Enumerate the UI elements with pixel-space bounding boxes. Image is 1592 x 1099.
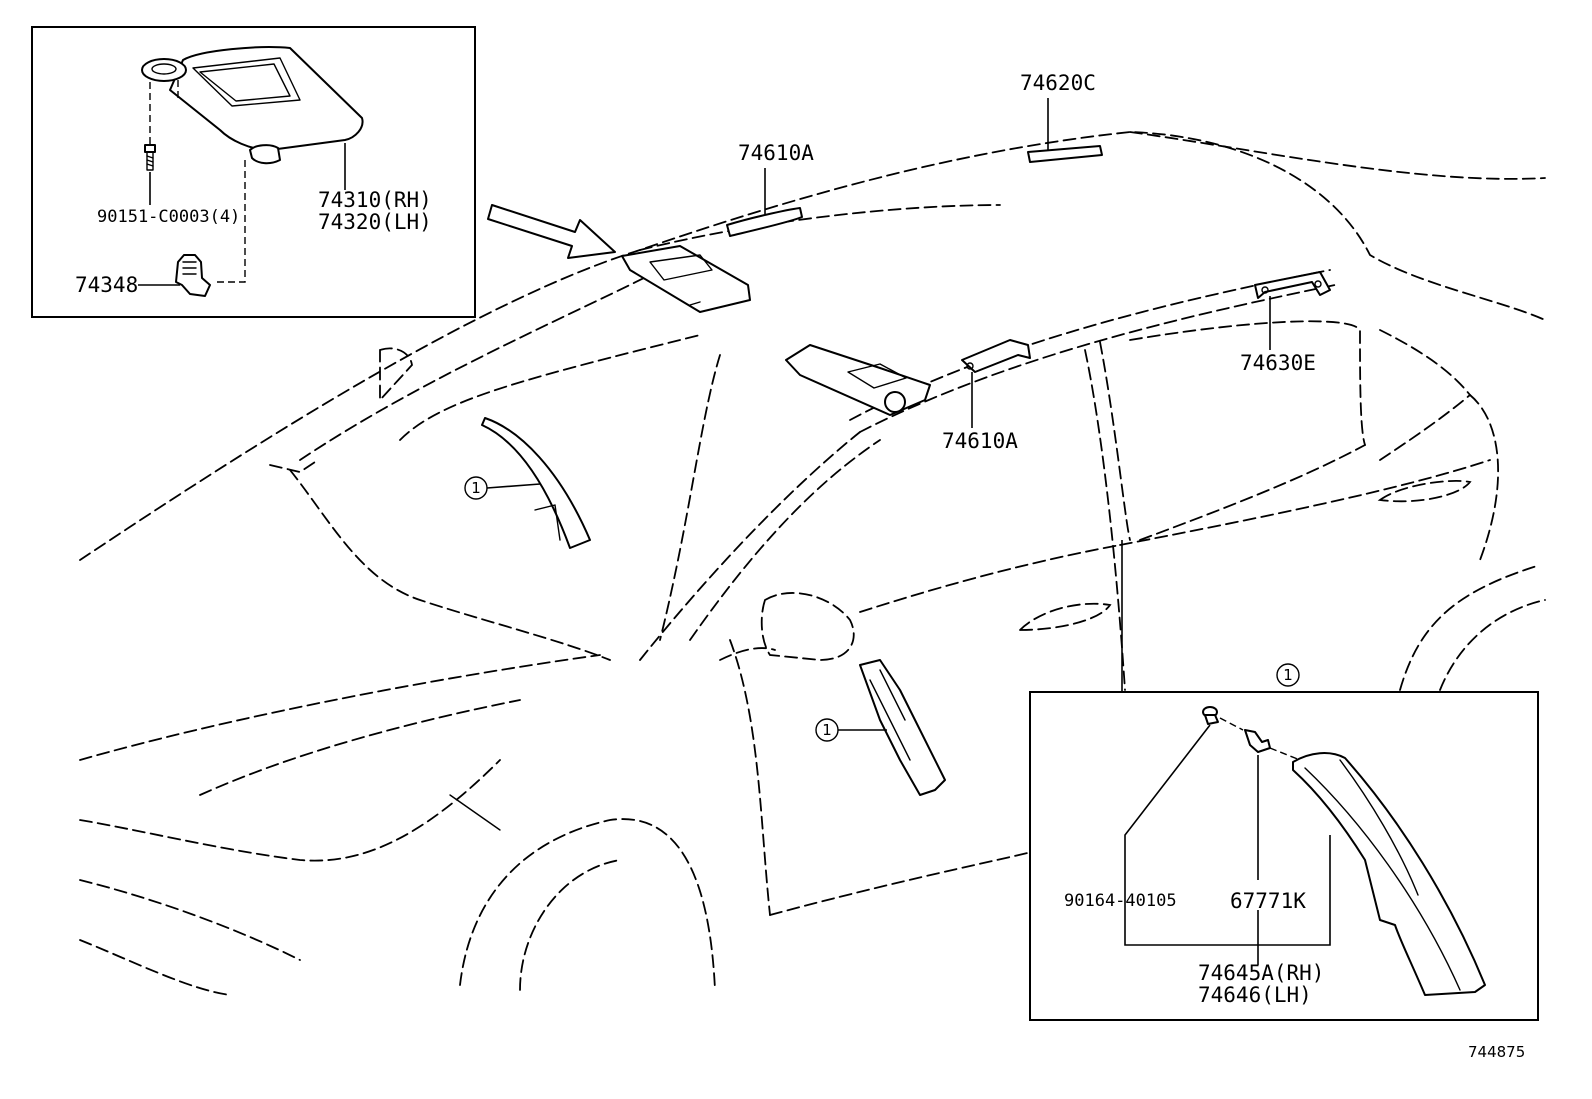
callout-marker-door: 1 [815,718,887,742]
sun-visor-part-lh [621,245,751,313]
inset-marker: 1 [1283,666,1293,684]
guide-line-holder [215,160,246,283]
assist-grip-center-part [1027,145,1103,163]
front-wheel-detail [449,794,501,831]
svg-text:1: 1 [471,479,481,497]
label-visor-rh: 74310(RH) [318,188,432,212]
assist-grip-pillar-part [961,339,1031,373]
car-body-outline [79,131,1546,996]
inset-pillar-garnish: 1 90164-40105 67771K 74645A(RH) 74646(LH… [1029,663,1539,1021]
leader-screw-bracket [1124,724,1331,946]
svg-text:74610A: 74610A [942,429,1018,453]
label-assist-grip-pillar: 74610A [942,372,1018,453]
label-clip: 67771K [1230,889,1306,913]
assist-grip-front-part [726,207,803,237]
inset-sun-visor: 90151-C0003(4) 74348 74310(RH) 74320(LH) [31,26,476,318]
label-bolt: 90151-C0003(4) [97,207,240,227]
pillar-garnish-detail [1292,752,1486,996]
inset-marker-circle [1276,663,1300,687]
svg-text:74620C: 74620C [1020,71,1096,95]
label-garnish-lh: 74646(LH) [1198,983,1312,1007]
assist-grip-rear-part [1254,271,1331,299]
holder-clip-icon [175,254,211,297]
svg-text:1: 1 [822,721,832,739]
label-garnish-rh: 74645A(RH) [1198,961,1324,985]
clip-icon [1244,729,1271,753]
label-assist-grip-center: 74620C [1020,71,1096,150]
label-assist-grip-front: 74610A [738,141,814,214]
label-holder: 74348 [75,273,138,297]
door-garnish-center [859,659,946,796]
svg-text:74630E: 74630E [1240,351,1316,375]
label-assist-grip-rear: 74630E [1240,296,1316,375]
sun-visor-part-rh [785,344,931,416]
label-visor-lh: 74320(LH) [318,210,432,234]
pillar-garnish-front [481,417,591,549]
callout-marker-pillar: 1 [464,476,541,500]
guide-screw [1219,717,1244,731]
svg-text:74610A: 74610A [738,141,814,165]
guide-clip [1269,747,1301,761]
bolt-icon [144,144,156,171]
sun-visor-detail [141,46,364,165]
callout-arrow [487,204,616,259]
label-screw: 90164-40105 [1064,891,1177,911]
screw-icon [1202,706,1219,725]
diagram-reference-number: 744875 [1468,1043,1525,1061]
